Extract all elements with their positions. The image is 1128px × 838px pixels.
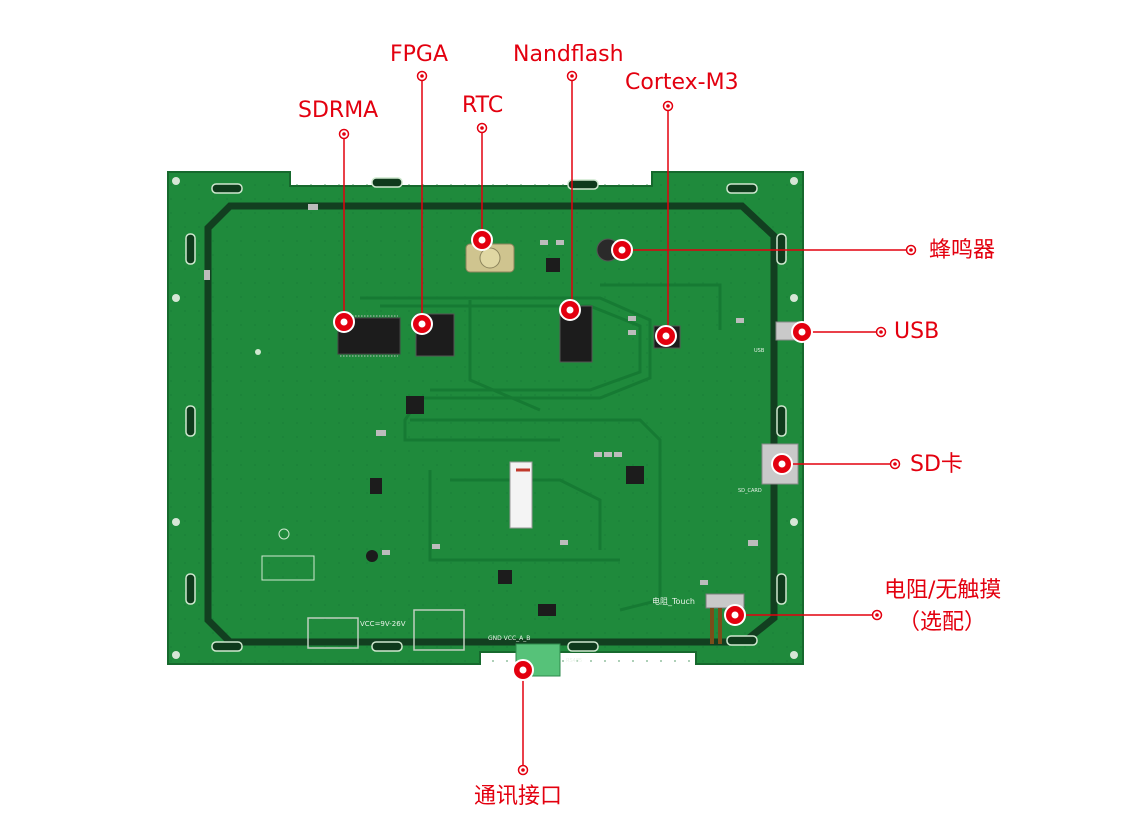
mounting-slots — [185, 177, 787, 652]
small-ic-1 — [406, 396, 424, 414]
comm-label: 通讯接口 — [474, 784, 563, 809]
comm-pin-marking: GND VCC_A_B — [488, 635, 530, 642]
fpga-marker — [411, 313, 433, 335]
small-ic-5 — [546, 258, 560, 272]
cortex-marker — [655, 325, 677, 347]
usb-marker — [791, 321, 813, 343]
cortex-label: Cortex-M3 — [625, 70, 739, 95]
rtc-battery — [465, 243, 515, 273]
usb-marking: USB — [754, 348, 765, 354]
touch-label-line2: （选配） — [898, 610, 987, 635]
rtc-marker — [471, 229, 493, 251]
buzzer-label: 蜂鸣器 — [929, 238, 996, 263]
small-ic-4 — [538, 604, 556, 616]
comm-marker — [512, 659, 534, 681]
touch-marking: 电阻_Touch — [652, 596, 695, 606]
leader-lines — [343, 74, 910, 770]
sd-card-marker — [771, 453, 793, 475]
usb-label: USB — [894, 319, 940, 344]
trace-bus — [360, 283, 722, 612]
vcc-marking: VCC=9V-26V — [360, 620, 406, 628]
passive-components — [204, 204, 758, 585]
sd-card-label: SD卡 — [910, 452, 963, 477]
touch-label-line1: 电阻/无触摸 — [884, 578, 1002, 603]
sd-card-marking: SD_CARD — [738, 488, 762, 494]
touch-marker — [724, 604, 746, 626]
small-ic-2 — [626, 466, 644, 484]
small-ic-3 — [498, 570, 512, 584]
edge-holes — [172, 177, 798, 659]
nandflash-marker — [559, 299, 581, 321]
buzzer-marker — [611, 239, 633, 261]
fpga-label: FPGA — [390, 42, 449, 67]
callout-markers — [333, 229, 813, 681]
sdram-marker — [333, 311, 355, 333]
center-connector — [509, 461, 533, 529]
nandflash-label: Nandflash — [513, 42, 624, 67]
touch-label: 电阻/无触摸 （选配） — [884, 578, 1001, 636]
rs485-marking: RS485 — [566, 658, 582, 664]
rtc-label: RTC — [462, 93, 504, 118]
pin-header — [307, 609, 465, 651]
sdram-label: SDRMA — [298, 98, 379, 123]
small-ic-6 — [370, 478, 382, 494]
